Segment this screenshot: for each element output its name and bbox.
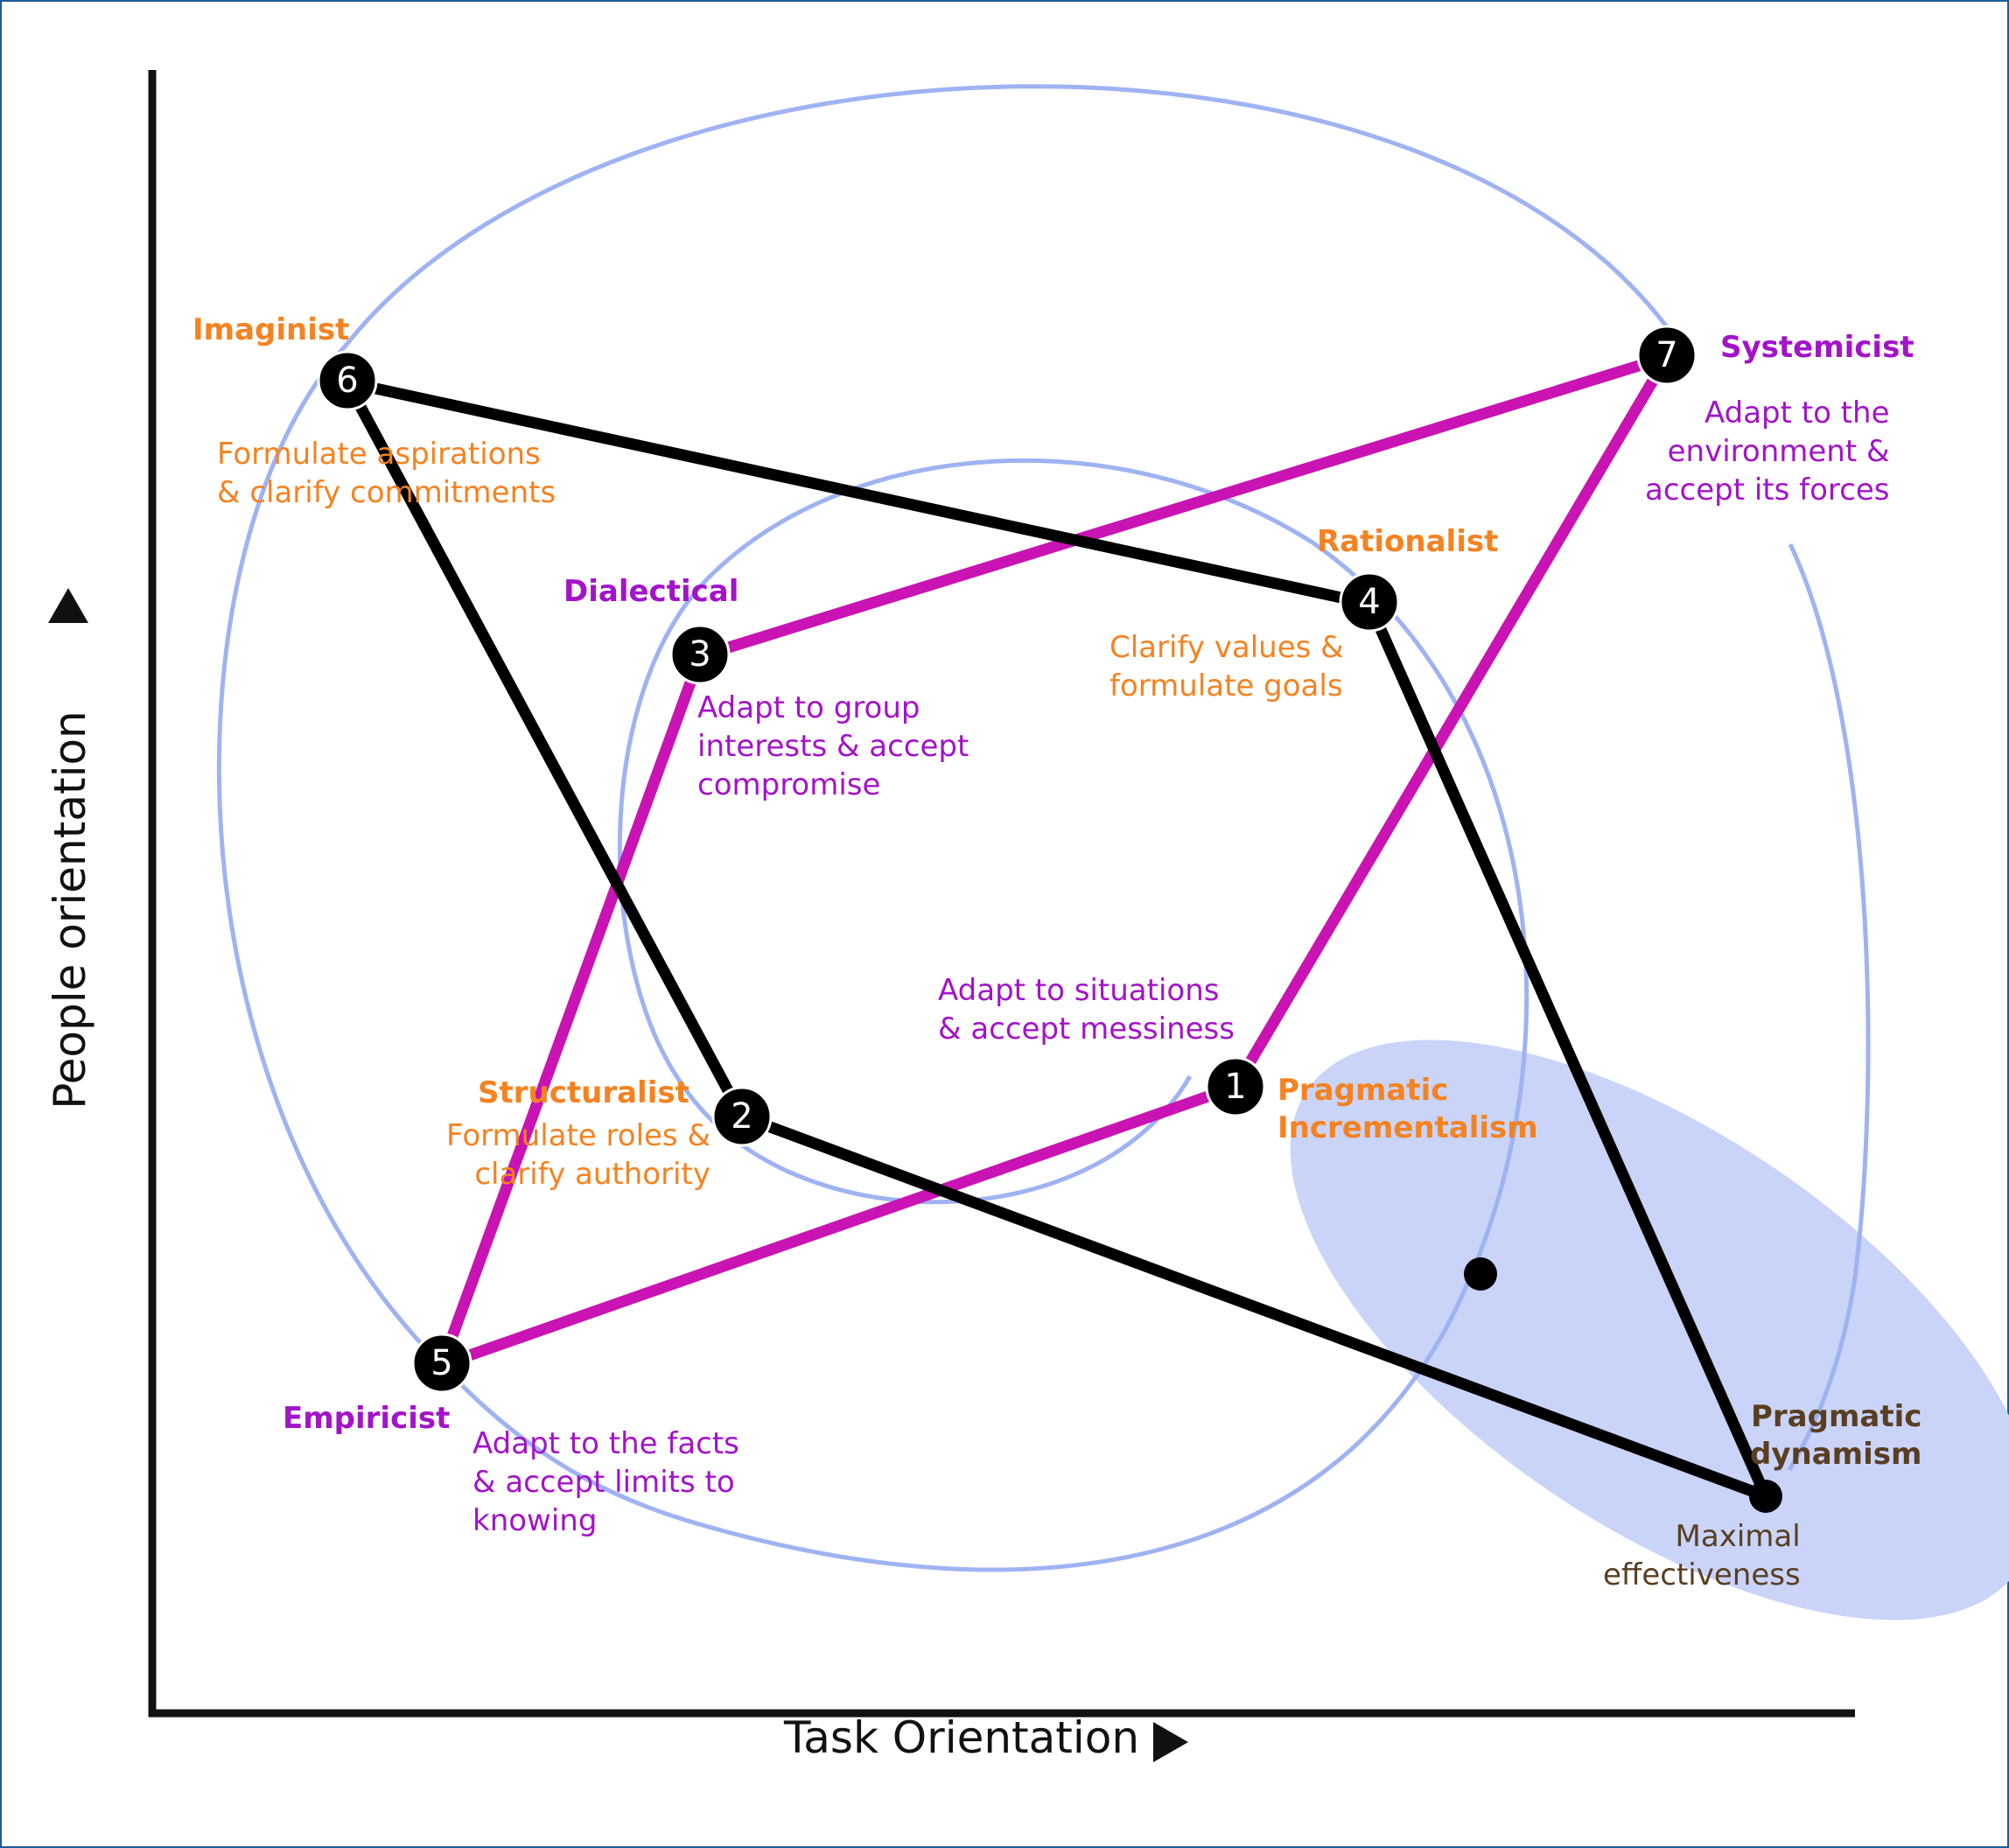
node-5-circle [411,1333,472,1394]
magenta-segment-1-5 [436,1081,1242,1371]
node-2-number: 2 [731,1096,752,1137]
black-path [341,376,1772,1502]
node-1: 1 [1205,1056,1266,1117]
spiral-arc-left [216,344,710,1530]
black-segment-6-2 [341,376,748,1123]
node-2-name: Structuralist [478,1075,690,1110]
spiral-dot [1464,1257,1497,1291]
node-7-name: Systemicist [1720,330,1914,365]
node-3: 3 [669,624,731,685]
node-3-number: 3 [689,634,710,675]
y-axis-title: People orientation [45,710,95,1110]
node-7-circle [1636,325,1698,386]
node-6-description: Formulate aspirations & clarify commitme… [217,437,556,510]
node-2: 2 [711,1086,773,1147]
spiral-arc-top [344,84,1683,347]
node-6-circle [317,350,378,411]
endpoint-dot [1749,1480,1782,1513]
node-5: 5 [411,1333,472,1394]
black-segment-4-6 [341,376,1376,610]
magenta-segment-5-3 [436,650,706,1371]
node-6-number: 6 [336,360,358,401]
spiral-arc-right [1787,542,1871,1472]
black-segment-end-4 [1363,598,1772,1502]
node-1-circle [1205,1056,1266,1117]
node-7-description: Adapt to the environment & accept its fo… [1645,396,1890,508]
y-axis-arrow-icon [48,588,88,623]
node-4-name: Rationalist [1317,524,1499,559]
node-5-number: 5 [430,1343,452,1383]
node-6-name: Imaginist [192,312,350,347]
node-5-description: Adapt to the facts & accept limits to kn… [472,1426,739,1538]
magenta-path [436,351,1673,1371]
node-4-description: Clarify values & formulate goals [1110,630,1344,704]
node-4-number: 4 [1358,582,1380,622]
node-2-circle [711,1086,773,1147]
node-3-description: Adapt to group interests & accept compro… [697,690,970,802]
black-segment-2-end [736,1110,1772,1502]
node-3-name: Dialectical [564,574,739,609]
node-2-description: Formulate roles & clarify authority [446,1118,710,1192]
magenta-segment-7-1 [1229,351,1673,1093]
magenta-segment-3-7 [694,351,1673,662]
node-4: 4 [1339,571,1400,633]
node-3-circle [669,624,731,685]
effectiveness-region [1290,1040,2009,1620]
node-1-description: Adapt to situations & accept messiness [938,973,1235,1046]
node-1-number: 1 [1224,1067,1246,1107]
node-1-name: Pragmatic Incrementalism [1278,1073,1538,1145]
node-4-circle [1339,571,1400,633]
node-7-number: 7 [1656,335,1677,375]
node-7: 7 [1636,325,1698,386]
node-6: 6 [317,350,378,411]
node-5-name: Empiricist [283,1401,451,1436]
endpoint-name: Pragmatic dynamism [1750,1399,1922,1472]
x-axis-arrow-icon [1153,1722,1188,1762]
endpoint-description: Maximal effectiveness [1603,1519,1801,1592]
x-axis-title: Task Orientation [784,1712,1140,1763]
